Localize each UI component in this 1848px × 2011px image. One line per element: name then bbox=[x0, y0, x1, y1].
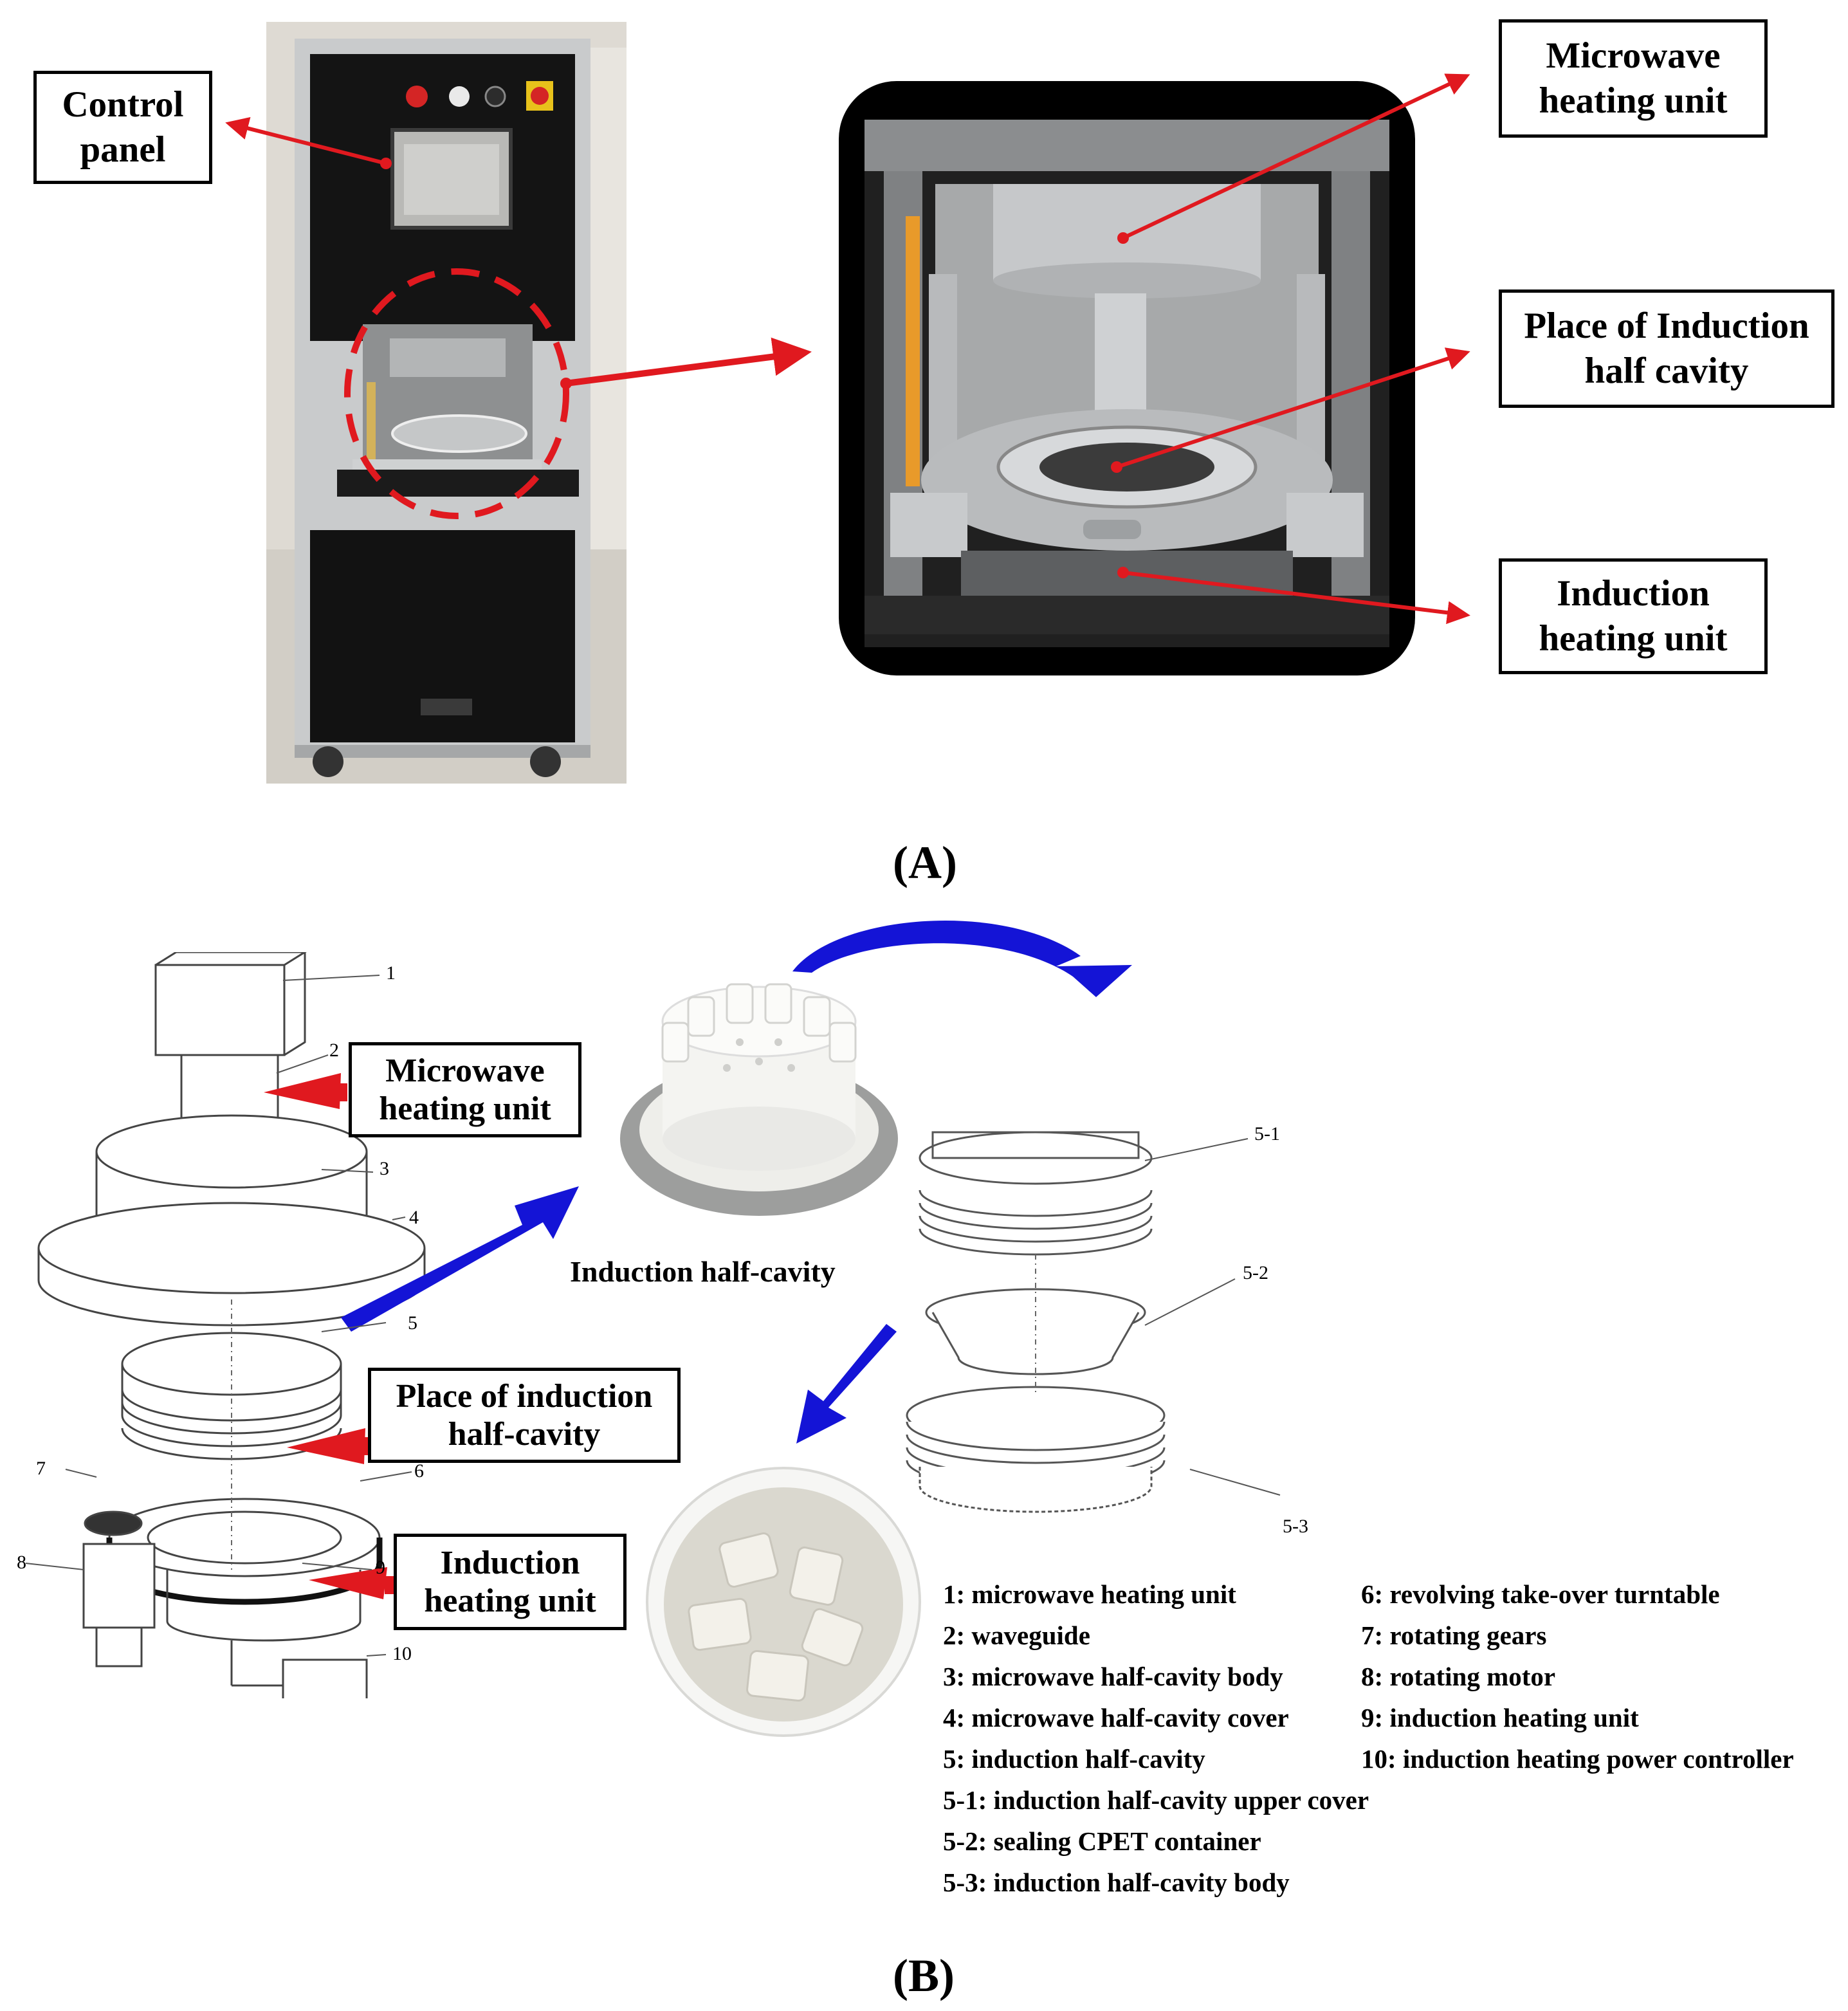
legend-item-7: 7: rotating gears bbox=[1361, 1621, 1547, 1650]
part-number-2: 2 bbox=[329, 1040, 339, 1061]
half-cavity-illustration bbox=[620, 983, 898, 1216]
legend-item-9: 9: induction heating unit bbox=[1361, 1703, 1639, 1732]
legend-item-3: 3: microwave half-cavity body bbox=[943, 1662, 1283, 1691]
part-number-7: 7 bbox=[36, 1458, 46, 1479]
legend-item-1: 1: microwave heating unit bbox=[943, 1579, 1236, 1609]
arrow-control-panel bbox=[225, 116, 387, 165]
interior-photo bbox=[839, 81, 1415, 675]
legend-item-10: 10: induction heating power controller bbox=[1361, 1744, 1794, 1774]
exploded-illustration bbox=[906, 1131, 1166, 1513]
part-number-10: 10 bbox=[392, 1643, 412, 1664]
arrow-induction-a bbox=[1122, 571, 1470, 625]
cabinet-illustration bbox=[266, 22, 627, 784]
part-number-5-2: 5-2 bbox=[1243, 1262, 1268, 1283]
legend-item-2: 2: waveguide bbox=[943, 1621, 1090, 1650]
panel-label-a: (A) bbox=[893, 837, 957, 888]
arrow-zoom bbox=[565, 337, 812, 387]
part-number-6: 6 bbox=[414, 1460, 424, 1482]
part-number-4: 4 bbox=[409, 1207, 419, 1228]
callout-induction-heating-unit-b: Induction heating unit bbox=[394, 1534, 627, 1630]
half-cavity-caption: Induction half-cavity bbox=[570, 1255, 836, 1288]
part-number-5-1: 5-1 bbox=[1254, 1123, 1280, 1144]
part-number-5-3: 5-3 bbox=[1283, 1516, 1308, 1537]
half-cavity-photo bbox=[611, 978, 907, 1235]
arrow-induction-b bbox=[309, 1567, 387, 1599]
callout-place-of-induction-half-cavity: Place of Induction half cavity bbox=[1499, 289, 1834, 408]
highlight-circle bbox=[344, 268, 569, 519]
arrow-blue-to-container bbox=[796, 1324, 897, 1444]
arrow-place-induction-b bbox=[287, 1428, 365, 1464]
legend-item-5-3: 5-3: induction half-cavity body bbox=[943, 1868, 1290, 1897]
callout-place-of-induction-half-cavity-b: Place of induction half-cavity bbox=[368, 1368, 681, 1463]
legend-item-5-1: 5-1: induction half-cavity upper cover bbox=[943, 1785, 1369, 1815]
part-number-9: 9 bbox=[376, 1557, 385, 1578]
legend-item-4: 4: microwave half-cavity cover bbox=[943, 1703, 1289, 1732]
legend-item-5-2: 5-2: sealing CPET container bbox=[943, 1826, 1261, 1856]
curved-blue-arrow bbox=[792, 920, 1132, 997]
arrow-blue-to-photo bbox=[341, 1186, 579, 1332]
arrow-place-induction-a bbox=[1116, 347, 1470, 469]
panel-label-b: (B) bbox=[893, 1950, 955, 2001]
cabinet-photo bbox=[266, 22, 627, 784]
part-number-8: 8 bbox=[17, 1552, 26, 1573]
callout-induction-heating-unit: Induction heating unit bbox=[1499, 558, 1768, 674]
callout-microwave-heating-unit-b: Microwave heating unit bbox=[349, 1042, 581, 1137]
sealed-container-photo bbox=[646, 1467, 921, 1737]
exploded-half-cavity-drawing bbox=[888, 1119, 1184, 1531]
arrow-microwave-a bbox=[1122, 73, 1470, 240]
container-illustration bbox=[646, 1467, 921, 1737]
part-number-3: 3 bbox=[380, 1158, 389, 1179]
callout-control-panel: Control panel bbox=[33, 71, 212, 184]
callout-microwave-heating-unit: Microwave heating unit bbox=[1499, 19, 1768, 138]
part-number-1: 1 bbox=[386, 962, 396, 984]
legend-item-5: 5: induction half-cavity bbox=[943, 1744, 1205, 1774]
part-number-5: 5 bbox=[408, 1312, 417, 1334]
arrow-microwave-b bbox=[264, 1073, 341, 1109]
interior-illustration bbox=[839, 81, 1415, 675]
legend-item-6: 6: revolving take-over turntable bbox=[1361, 1579, 1720, 1609]
legend-item-8: 8: rotating motor bbox=[1361, 1662, 1556, 1691]
